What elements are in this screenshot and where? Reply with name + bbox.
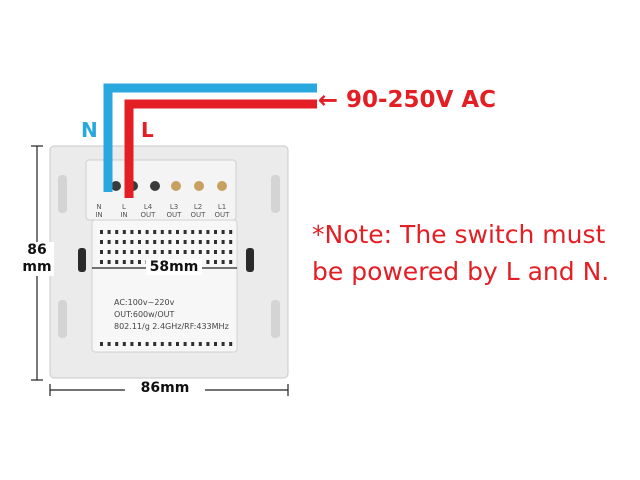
clip-right bbox=[246, 248, 254, 272]
spec-panel bbox=[106, 285, 228, 337]
spec-rf: 802.11/g 2.4GHz/RF:433MHz bbox=[114, 322, 229, 331]
neutral-wire bbox=[103, 83, 317, 192]
screw-l1 bbox=[217, 181, 227, 191]
screw-n bbox=[111, 181, 121, 191]
module-width-label: 58mm bbox=[146, 259, 202, 275]
screw-l3 bbox=[171, 181, 181, 191]
live-label: L bbox=[141, 118, 154, 142]
supply-voltage-label: 90-250V AC bbox=[346, 87, 497, 113]
live-wire bbox=[124, 99, 317, 198]
mount-slot-right-bottom bbox=[271, 300, 280, 338]
mount-slot-left-bottom bbox=[58, 300, 67, 338]
spec-out: OUT:600w/OUT bbox=[114, 310, 175, 319]
spec-ac: AC:100v~220v bbox=[114, 298, 175, 307]
note-line-1: *Note: The switch must bbox=[312, 220, 606, 249]
mount-slot-right-top bbox=[271, 175, 280, 213]
note-line-2: be powered by L and N. bbox=[312, 257, 610, 286]
arrow-left-icon: ← bbox=[318, 86, 339, 114]
clip-left bbox=[78, 248, 86, 272]
mount-slot-left-top bbox=[58, 175, 67, 213]
screw-l2 bbox=[194, 181, 204, 191]
screw-l4 bbox=[150, 181, 160, 191]
neutral-label: N bbox=[81, 118, 98, 142]
width-dimension-label: 86mm bbox=[125, 380, 205, 396]
